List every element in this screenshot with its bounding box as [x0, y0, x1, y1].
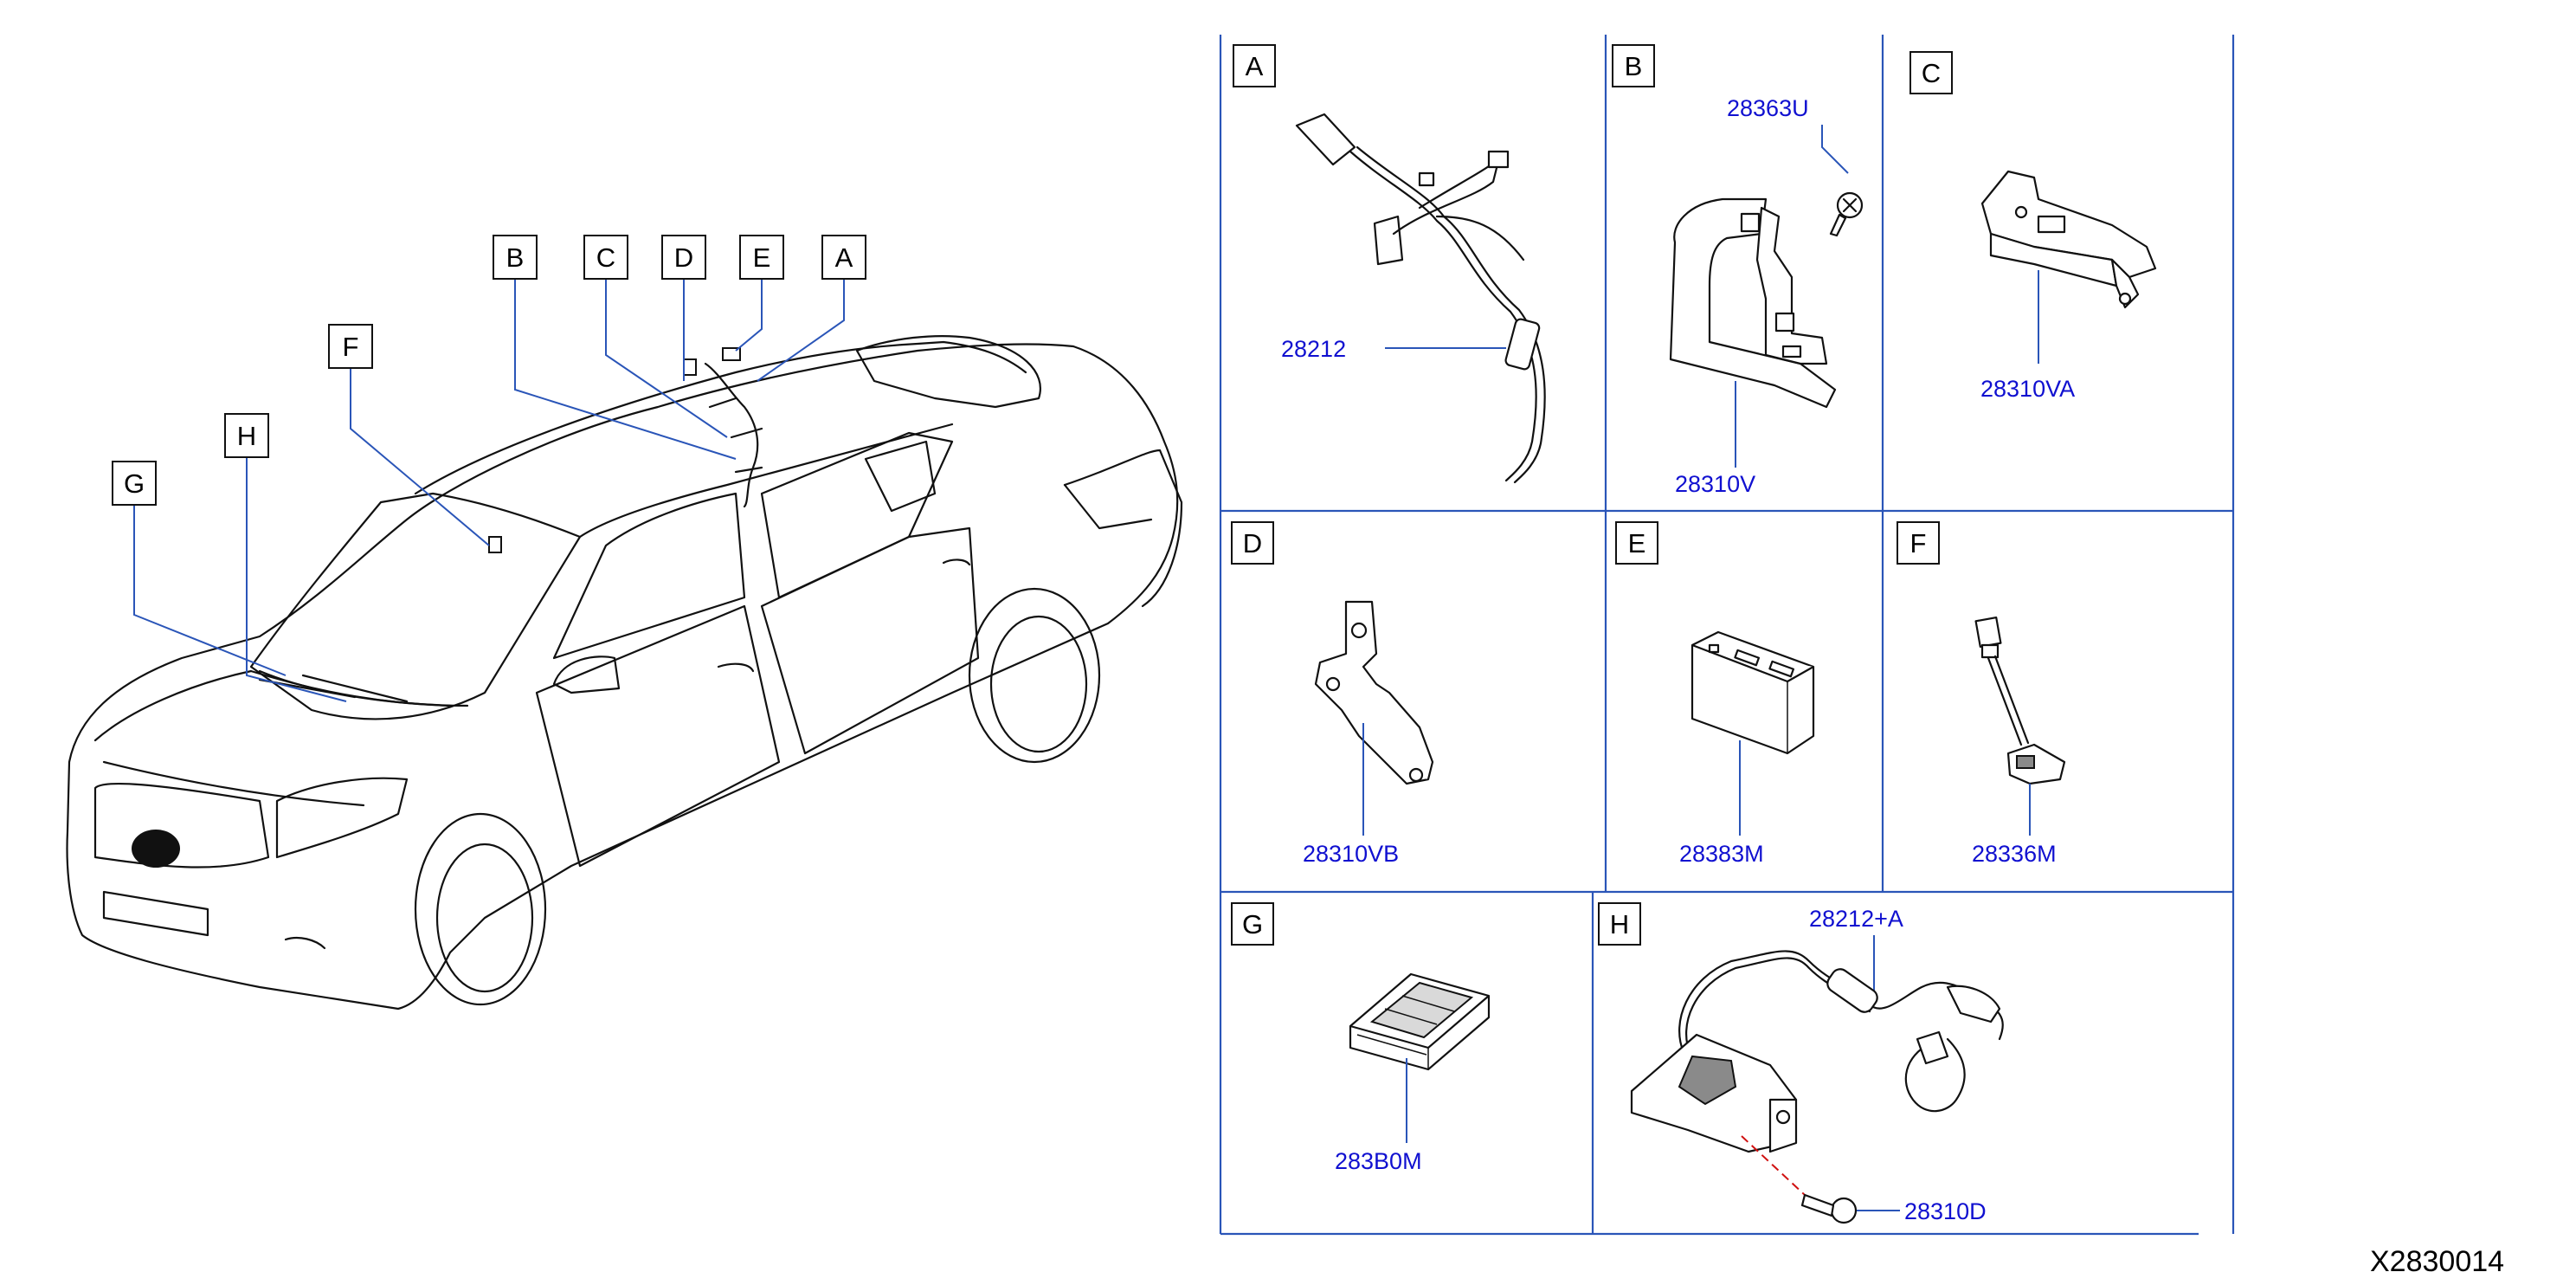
sensor-28336M-drawing	[1974, 617, 2066, 785]
callout-G-letter: G	[124, 468, 145, 499]
antenna-assembly-drawing	[1630, 950, 2004, 1224]
part-number-28212[interactable]: 28212	[1281, 336, 1346, 362]
panel-E-letter: E	[1628, 528, 1646, 559]
bracket-28310V-drawing	[1669, 197, 1837, 409]
panel-B: B 28363U 28310V	[1612, 44, 1864, 497]
part-number-28336M[interactable]: 28336M	[1972, 841, 2057, 867]
panel-D-letter: D	[1243, 528, 1262, 559]
callout-A: A	[821, 235, 866, 280]
panel-B-letter: B	[1625, 51, 1643, 81]
callout-E: E	[739, 235, 784, 280]
part-number-28383M[interactable]: 28383M	[1679, 841, 1764, 867]
panel-H-letter: H	[1610, 909, 1629, 940]
panel-C-letter: C	[1922, 58, 1941, 88]
callout-E-letter: E	[753, 242, 771, 273]
screw-drawing	[1829, 191, 1864, 237]
callout-leaders	[133, 279, 845, 702]
callout-C-letter: C	[596, 242, 615, 273]
module-28383M-drawing	[1690, 630, 1815, 755]
parts-grid-frame	[1219, 35, 2235, 1236]
panel-G-letter: G	[1242, 909, 1263, 940]
panel-A: A 28212	[1233, 44, 1546, 484]
bracket-28310VA-drawing	[1980, 170, 2157, 309]
part-number-28310VA[interactable]: 28310VA	[1980, 376, 2075, 402]
callout-H: H	[224, 413, 269, 458]
part-number-28212-plus-A[interactable]: 28212+A	[1809, 906, 1903, 932]
callout-A-letter: A	[835, 242, 853, 273]
panel-A-letter: A	[1246, 51, 1264, 81]
part-number-283B0M[interactable]: 283B0M	[1335, 1148, 1422, 1174]
part-number-28363U[interactable]: 28363U	[1727, 95, 1809, 121]
module-283B0M-drawing	[1349, 972, 1491, 1071]
callout-B-letter: B	[506, 242, 525, 273]
callout-C: C	[583, 235, 628, 280]
panel-F-letter: F	[1910, 528, 1927, 559]
callout-F: F	[328, 324, 373, 369]
vehicle-illustration	[66, 335, 1183, 1011]
panel-E: E 28383M	[1615, 521, 1815, 867]
callout-F-letter: F	[343, 332, 359, 362]
diagram-code: X2830014	[2370, 1245, 2504, 1278]
part-number-28310D[interactable]: 28310D	[1904, 1198, 1987, 1224]
panel-D: D 28310VB	[1231, 521, 1434, 867]
panel-F: F 28336M	[1897, 521, 2066, 867]
part-number-28310VB[interactable]: 28310VB	[1303, 841, 1399, 867]
panel-C: C 28310VA	[1909, 51, 2157, 402]
part-number-28310V[interactable]: 28310V	[1675, 471, 1755, 497]
callout-B: B	[493, 235, 538, 280]
antenna-harness-drawing	[1295, 113, 1546, 484]
panel-G: G 283B0M	[1231, 902, 1491, 1174]
callout-G: G	[112, 461, 157, 506]
callout-D-letter: D	[674, 242, 693, 273]
callout-D: D	[661, 235, 706, 280]
callout-H-letter: H	[237, 421, 256, 451]
bracket-28310VB-drawing	[1314, 600, 1434, 785]
panel-H: H 28212+A 28310D	[1598, 902, 2004, 1224]
